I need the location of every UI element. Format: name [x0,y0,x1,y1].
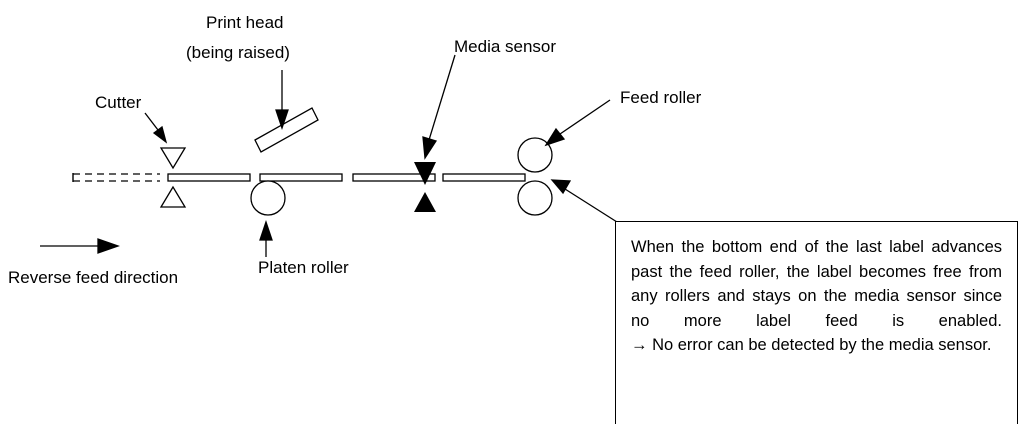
feed-roller-leader-line [559,99,611,135]
media-sensor-lower-icon [414,192,436,212]
platen-roller-label: Platen roller [258,258,349,277]
cutter-arrowhead [152,125,168,144]
media-sensor-leader-line [428,54,456,141]
reverse-feed-direction-label: Reverse feed direction [8,268,179,287]
media-sensor-upper-icon [414,162,436,185]
print-head-icon [254,107,319,153]
callout-arrowhead [550,179,572,195]
platen-roller-icon [250,180,286,216]
cutter-lower-blade-icon [159,185,187,208]
media-dashed-extension [73,173,160,182]
print-head-arrowhead [275,109,289,131]
label-strip [442,173,526,182]
feed-roller-upper-icon [517,137,553,173]
cutter-upper-blade-icon [159,147,187,170]
feed-roller-label: Feed roller [620,88,702,107]
callout-conclusion-text: → No error can be detected by the media … [631,336,992,354]
callout-main-text: When the bottom end of the last label ad… [631,238,1002,330]
platen-roller-arrowhead [259,219,273,241]
cutter-leader-line [144,112,159,131]
feed-roller-arrowhead [544,127,566,147]
feed-roller-lower-icon [517,180,553,216]
label-strips [167,173,526,182]
callout-leader-line [564,188,618,223]
label-strip [167,173,251,182]
print-head-sublabel: (being raised) [186,43,290,62]
label-strip [352,173,436,182]
print-head-label: Print head [206,13,284,32]
explanation-callout: When the bottom end of the last label ad… [615,221,1018,424]
cutter-label: Cutter [95,93,142,112]
media-sensor-label: Media sensor [454,37,557,56]
reverse-feed-arrowhead [97,238,120,254]
media-sensor-arrowhead [422,136,438,160]
label-strip [259,173,343,182]
